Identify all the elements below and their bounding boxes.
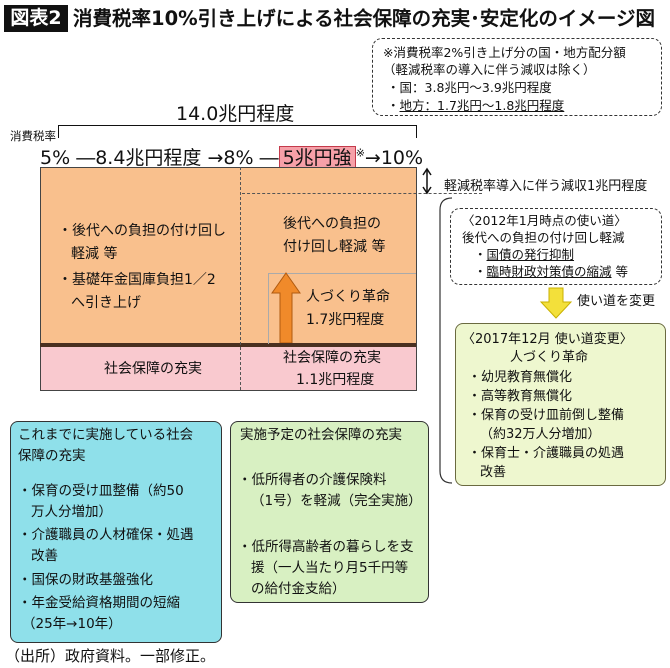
note-line-4: ・地方：1.7兆円～1.8兆円程度 [387,98,565,113]
planned-item1-line2: （1号）を軽減（完全実施） [251,493,422,509]
planned-item2-line2: 援（一人当たり月5千円等 [251,560,409,576]
usage-bracket-icon [439,197,453,484]
allocation-note-box: ※消費税率2%引き上げ分の国・地方配分額 （軽減税率の導入に伴う減収は除く） ・… [372,38,662,116]
implemented-title-line2: 保障の充実 [18,448,86,464]
amount-8-4: 8.4兆円程度 [95,147,202,169]
arrow-1: → [207,147,224,169]
bottom-right-line1: 社会保障の充実 [283,350,381,366]
bottom-right-line2: 1.1兆円程度 [296,372,375,388]
usage-2017-title: 〈2017年12月 使い道変更〉 [462,332,633,347]
hito-zukuri-frame [268,273,416,344]
left-item2-line2: へ引き上げ [71,295,141,311]
total-amount: 14.0兆円程度 [176,103,295,125]
usage-2017-subtitle: 人づくり革命 [510,350,589,365]
usage-2012-item1: ・国債の発行抑制 [474,247,575,262]
usage-2012-subtitle: 後代への負担の付け回し軽減 [462,230,625,245]
usage-2017-item3-line2: （約32万人分増加） [480,427,601,442]
asterisk-mark: ※ [355,146,365,160]
left-item2-line1: ・基礎年金国庫負担1／2 [58,272,216,288]
dash-1: ― [76,147,96,169]
rate-8: 8% [223,147,254,169]
implemented-item1-line2: 万人分増加） [31,504,112,520]
rate-split-dash-vertical [240,167,241,390]
usage-2012-item2: ・臨時財政対策債の縮減 等 [474,264,629,279]
rate-5: 5% [40,147,71,169]
implemented-item1-line1: ・保育の受け皿整備（約50 [18,483,184,499]
usage-2017-item3-line1: ・保育の受け皿前倒し整備 [468,408,625,423]
left-item1-line1: ・後代への負担の付け回し [58,223,226,239]
rate-sequence: 5% ―8.4兆円程度 →8% ―5兆円強※→10% [40,143,423,170]
note-line-3: ・国：3.8兆円～3.9兆円程度 [387,80,552,95]
down-arrow-icon [539,287,573,319]
planned-title: 実施予定の社会保障の充実 [240,427,402,443]
hito-line1: 人づくり革命 [306,289,390,305]
arrow-2: → [364,147,381,169]
figure-badge: 図表2 [4,5,68,32]
implemented-item2-line1: ・介護職員の人材確保・処遇 [18,527,194,543]
usage-2017-item4-line2: 改善 [480,465,507,480]
implemented-item4-line2: （25年→10年） [22,616,122,632]
left-item1-line2: 軽減 等 [71,246,118,262]
dash-2: ― [259,147,279,169]
usage-2017-item2: ・高等教育無償化 [468,389,573,404]
hito-line2: 1.7兆円程度 [306,312,385,328]
usage-2017-item1: ・幼児教育無償化 [468,370,573,385]
reduction-dash-horizontal [242,193,482,194]
bottom-left-label: 社会保障の充実 [104,361,202,377]
total-bracket [58,125,417,138]
figure-title: 消費税率10%引き上げによる社会保障の充実･安定化のイメージ図 [73,7,655,30]
implemented-box [10,421,222,643]
usage-2017-item4-line1: ・保育士・介護職員の処遇 [468,446,625,461]
right-upper-line2: 付け回し軽減 等 [283,239,386,255]
tax-rate-label: 消費税率 [10,129,56,143]
reduction-bracket-icon [422,167,432,195]
change-label: 使い道を変更 [577,294,656,309]
reduction-label: 軽減税率導入に伴う減収1兆円程度 [444,179,648,194]
implemented-item2-line2: 改善 [31,548,58,564]
planned-item1-line1: ・低所得者の介護保険料 [238,472,387,488]
up-arrow-icon [271,272,301,343]
planned-item2-line3: の給付金支給） [251,581,346,597]
note-line-2: （軽減税率の導入に伴う減収は除く） [383,62,596,77]
implemented-item4-line1: ・年金受給資格期間の短縮 [18,595,180,611]
planned-item2-line1: ・低所得高齢者の暮らしを支 [238,539,414,555]
usage-2017-box [455,323,666,486]
block-divider [40,343,416,347]
rate-10: 10% [380,147,424,169]
social-security-block-pink [40,345,417,391]
usage-2012-box [450,208,662,285]
note-line-1: ※消費税率2%引き上げ分の国・地方配分額 [383,45,626,60]
implemented-item3: ・国保の財政基盤強化 [18,572,153,588]
amount-5-highlight: 5兆円強 [278,146,356,170]
implemented-title-line1: これまでに実施している社会 [18,427,194,443]
source-note: （出所）政府資料。一部修正。 [5,647,216,665]
right-upper-line1: 後代への負担の [283,216,381,232]
planned-box [230,421,429,603]
usage-2012-title: 〈2012年1月時点の使い道〉 [462,213,627,228]
